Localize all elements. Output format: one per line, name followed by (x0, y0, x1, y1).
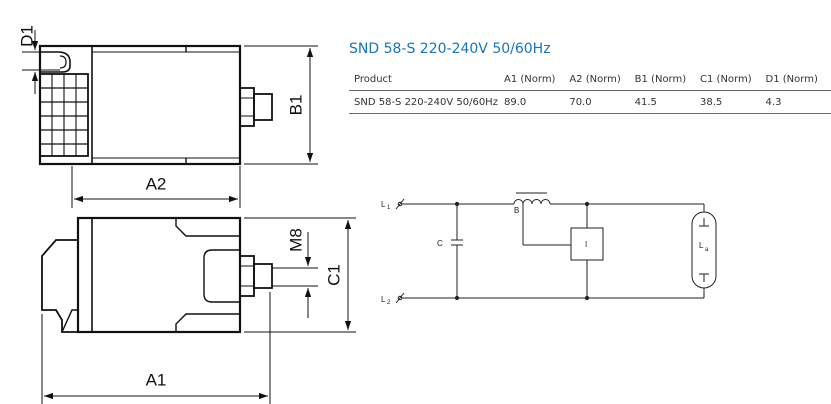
label-a1: A1 (146, 370, 167, 389)
header-a2: A2 (Norm) (569, 73, 621, 85)
label-b1: B1 (286, 95, 305, 116)
dimension-a1 (41, 292, 271, 404)
label-l1: L (381, 200, 386, 209)
table-row: SND 58-S 220-240V 50/60Hz 89.0 70.0 41.5… (349, 91, 831, 114)
cell-a2: 70.0 (569, 96, 592, 108)
header-a1: A1 (Norm) (504, 73, 556, 85)
label-l2-sub: 2 (387, 300, 391, 306)
cell-product: SND 58-S 220-240V 50/60Hz (354, 96, 498, 108)
label-l2: L (381, 295, 386, 304)
label-d1: D1 (17, 25, 36, 47)
label-m8: M8 (286, 228, 305, 252)
dimension-c1 (244, 217, 356, 333)
cell-a1: 89.0 (504, 96, 527, 108)
dimension-d1 (22, 30, 60, 94)
side-view (41, 216, 273, 334)
label-lamp: L (699, 241, 704, 250)
dimension-m8 (272, 232, 318, 318)
label-igniter: I (585, 240, 587, 249)
label-capacitor: C (437, 239, 443, 248)
dimension-b1 (244, 45, 318, 165)
dimensions-table: Product A1 (Norm) A2 (Norm) B1 (Norm) C1… (349, 68, 831, 114)
cell-b1: 41.5 (634, 96, 657, 108)
header-c1: C1 (Norm) (700, 73, 752, 85)
header-b1: B1 (Norm) (634, 73, 687, 85)
label-c1: C1 (324, 264, 343, 286)
cell-c1: 38.5 (700, 96, 723, 108)
inductor-coil (513, 199, 551, 205)
label-l1-sub: 1 (387, 205, 391, 211)
label-inductor: B (514, 206, 519, 215)
top-view (38, 44, 273, 166)
header-product: Product (354, 73, 392, 85)
product-title: SND 58-S 220-240V 50/60Hz (349, 41, 551, 57)
dimension-a2 (71, 166, 241, 208)
label-a2: A2 (146, 174, 167, 193)
wiring-schematic (395, 192, 717, 304)
table-header-row: Product A1 (Norm) A2 (Norm) B1 (Norm) C1… (349, 68, 831, 91)
header-d1: D1 (Norm) (765, 73, 818, 85)
cell-d1: 4.3 (765, 96, 782, 108)
side-view-body (76, 216, 242, 334)
label-lamp-sub: a (705, 247, 709, 253)
